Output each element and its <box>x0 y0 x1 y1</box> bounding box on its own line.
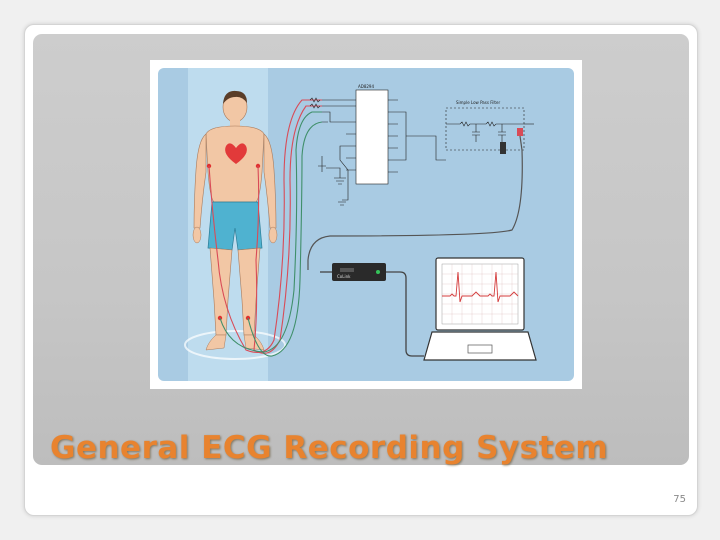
page-number: 75 <box>673 494 686 505</box>
output-connectors <box>307 128 523 270</box>
heart-icon <box>225 143 247 164</box>
ecg-system-illustration: AD8294 Simple Low Pass Filter CoLink <box>150 60 582 389</box>
lead-wires <box>208 99 323 357</box>
recorder-indicator-light <box>376 270 380 274</box>
data-recorder-device: CoLink <box>320 263 424 357</box>
amplifier-schematic: AD8294 <box>309 84 446 206</box>
patient-figure <box>192 90 278 351</box>
patient-left-arm <box>193 133 207 229</box>
patient-right-hand <box>268 226 278 244</box>
patient-neck <box>230 120 240 128</box>
patient-right-foot <box>243 334 265 351</box>
lead-wire-red-2 <box>253 105 322 354</box>
lead-wire-green-1 <box>219 111 322 353</box>
low-pass-filter: Simple Low Pass Filter <box>445 100 534 151</box>
resistor-1 <box>309 97 321 103</box>
patient-left-hand <box>192 226 202 244</box>
resistor-2 <box>309 103 321 109</box>
lead-wire-green-2 <box>247 121 323 357</box>
ecg-trace <box>442 271 519 303</box>
slide-title: General ECG Recording System <box>50 430 609 466</box>
probe-red <box>517 128 523 136</box>
amplifier-chip <box>355 89 389 185</box>
laptop-base <box>423 331 537 361</box>
patient-left-foot <box>205 334 227 351</box>
filter-box-label: Simple Low Pass Filter <box>456 100 500 105</box>
laptop-trackpad <box>467 344 493 354</box>
patient-torso <box>205 125 265 203</box>
laptop <box>423 257 537 361</box>
amplifier-chip-label: AD8294 <box>358 84 374 89</box>
patient-hair <box>223 90 247 104</box>
probe-black <box>500 142 506 154</box>
recorder-box <box>332 263 386 281</box>
patient-right-arm <box>263 133 277 229</box>
lead-wire-red-1 <box>208 99 322 353</box>
recorder-label: CoLink <box>337 274 351 279</box>
floor-ring <box>184 330 286 360</box>
